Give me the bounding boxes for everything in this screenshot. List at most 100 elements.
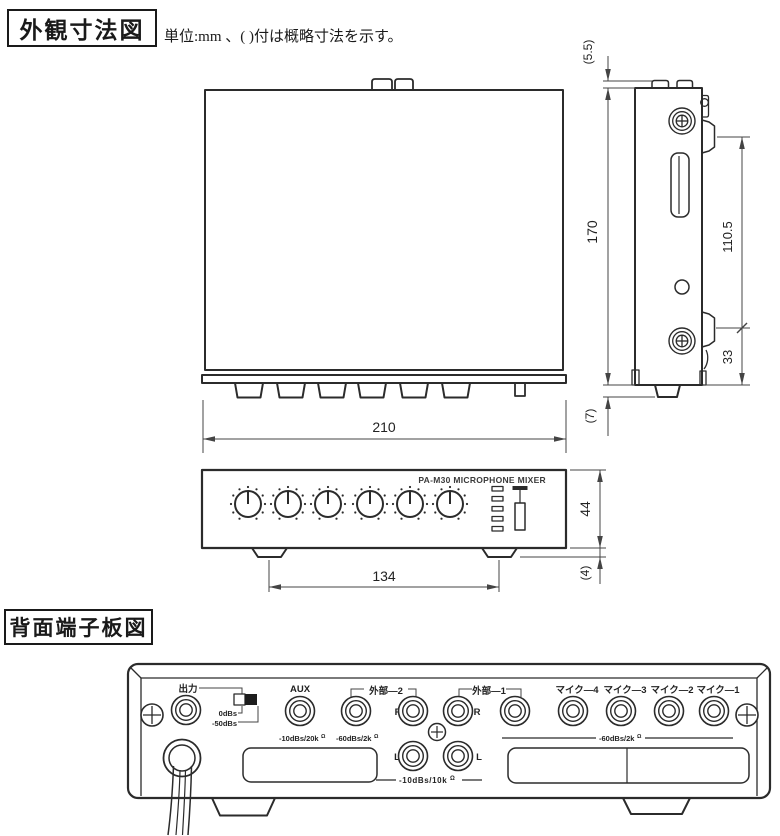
knob-top <box>276 382 306 399</box>
power-cord <box>167 765 175 836</box>
power-cord <box>187 765 193 836</box>
mixer-knob <box>430 484 470 521</box>
mixer-knob <box>268 484 308 521</box>
switch-high-label: 0dBs <box>219 709 237 718</box>
dim-height-value: 170 <box>584 220 600 244</box>
mic2-label: マイク—2 <box>650 685 693 696</box>
rear-foot <box>211 797 276 817</box>
ext2-l-jack <box>397 740 429 772</box>
mounting-bracket-upper <box>701 119 716 154</box>
ohm-symbol: Ω <box>637 734 642 740</box>
mixer-knob <box>308 484 348 521</box>
power-cord <box>181 769 187 836</box>
front-foot <box>481 547 518 558</box>
dim-bracket-span-value: 110.5 <box>720 221 735 253</box>
knob-top <box>399 382 429 399</box>
output-leader <box>199 687 243 694</box>
unit-note: 単位:mm 、( )付は概略寸法を示す。 <box>164 28 403 45</box>
top-rear-tab <box>371 78 393 90</box>
level-led <box>491 525 504 532</box>
ext1-l-label: L <box>476 752 482 763</box>
dim-bracket-bottom-value: 33 <box>720 350 735 364</box>
ohm-symbol: Ω <box>450 776 455 782</box>
header: 外観寸法図 単位:mm 、( )付は概略寸法を示す。 <box>7 9 403 47</box>
front-foot <box>251 547 288 558</box>
top-rear-tab <box>394 78 414 90</box>
side-dimensions: (5.5) 170 (7) 110.5 33 <box>581 40 750 436</box>
knob-top <box>357 382 387 399</box>
rear-panel: 出力 0dBs -50dBs AUX -10dBs/20k Ω 外部—2 -60… <box>126 662 772 836</box>
dim-foot-value: (7) <box>583 409 597 424</box>
level-led <box>491 485 504 492</box>
level-led <box>491 495 504 502</box>
rear-title-box <box>4 609 153 645</box>
front-dimensions: 44 (4) 134 <box>268 469 606 592</box>
output-level-switch-knob <box>245 694 257 705</box>
aux-jack <box>284 695 316 727</box>
side-rear-bump <box>702 94 710 118</box>
output-jack <box>170 694 202 726</box>
ext1-l-jack <box>442 740 474 772</box>
ext2-mono-jack <box>340 695 372 727</box>
side-vent-slot <box>670 152 690 218</box>
mic2-jack <box>653 695 685 727</box>
dim-feet-span-value: 134 <box>372 568 396 584</box>
ext2-label: 外部—2 <box>368 685 403 697</box>
dim-height-front-value: 44 <box>577 501 593 517</box>
center-screw <box>427 722 447 742</box>
front-view: PA-M30 MICROPHONE MIXER <box>200 468 568 558</box>
dim-feet-height-value: (4) <box>578 566 592 581</box>
output-label: 出力 <box>178 683 197 695</box>
side-rear-lip <box>699 370 707 386</box>
mixer-knob <box>350 484 390 521</box>
ext-stereo-level: -10dBs/10k <box>399 776 447 785</box>
knob-top <box>234 382 264 399</box>
recess-right <box>507 747 750 784</box>
level-led <box>491 515 504 522</box>
ext1-mono-jack <box>499 695 531 727</box>
top-view-front-strip <box>201 374 567 384</box>
slider-top <box>514 382 526 397</box>
switch-low-label: -50dBs <box>212 719 237 728</box>
page-title: 外観寸法図 <box>20 17 145 43</box>
side-screw <box>668 107 696 135</box>
mic4-jack <box>557 695 589 727</box>
ohm-symbol: Ω <box>374 734 379 740</box>
ohm-symbol: Ω <box>321 734 326 740</box>
side-hole <box>674 279 690 295</box>
mic1-label: マイク—1 <box>696 685 740 696</box>
mic-level: -60dBs/2k <box>599 734 635 743</box>
brand-label: PA-M30 MICROPHONE MIXER <box>418 475 546 485</box>
panel-screw <box>735 703 759 727</box>
mic3-jack <box>605 695 637 727</box>
ext2-l-label: L <box>394 752 400 763</box>
rear-title: 背面端子板図 <box>10 616 148 640</box>
master-slider-cap <box>512 486 528 490</box>
mic4-label: マイク—4 <box>555 685 599 696</box>
ext1-label: 外部—1 <box>471 685 507 697</box>
output-level-switch <box>233 693 246 706</box>
aux-label: AUX <box>290 684 311 695</box>
top-view-body <box>204 89 564 371</box>
aux-level: -10dBs/20k <box>279 734 319 743</box>
side-foot <box>654 384 681 398</box>
side-cord-stub <box>703 349 709 370</box>
ext1-r-label: R <box>474 707 481 718</box>
mixer-knob <box>228 484 268 521</box>
panel-screw <box>140 703 164 727</box>
dim-width-value: 210 <box>372 419 396 435</box>
dim-top-tab-value: (5.5) <box>581 40 595 65</box>
mic3-label: マイク—3 <box>603 685 646 696</box>
rear-panel-outline <box>126 662 772 800</box>
knob-top <box>441 382 471 399</box>
ext2-r-jack <box>397 695 429 727</box>
side-rear-bump-rivet <box>700 98 709 107</box>
cord-grommet <box>162 738 202 778</box>
knob-top <box>317 382 347 399</box>
ext1-r-jack <box>442 695 474 727</box>
rear-section: 背面端子板図 出力 0dBs -50dBs AUX -10dBs/2 <box>4 609 772 836</box>
cord-grommet-inner <box>168 744 196 772</box>
side-top-tab <box>676 79 694 88</box>
dim-width-210: 210 <box>202 400 567 453</box>
